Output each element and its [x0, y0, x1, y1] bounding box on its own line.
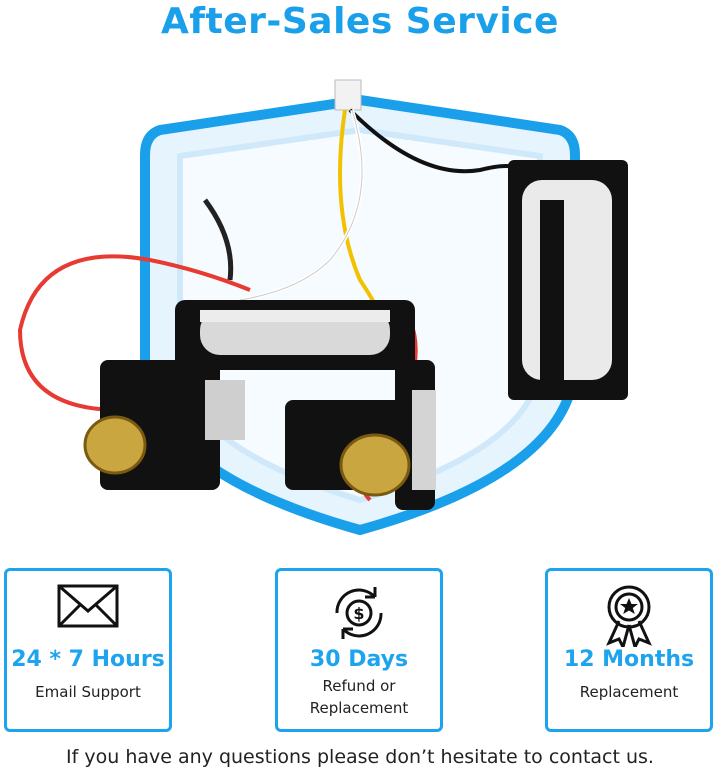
- card-subtitle: Replacement: [579, 683, 679, 701]
- card-subtitle-line2: Replacement: [309, 699, 409, 717]
- card-headline: 30 Days: [309, 647, 409, 672]
- contact-footer: If you have any questions please don’t h…: [66, 746, 654, 768]
- product-hero: [0, 60, 720, 560]
- card-headline: 12 Months: [563, 647, 695, 672]
- svg-text:$: $: [353, 604, 364, 623]
- card-subtitle: Email Support: [35, 683, 141, 701]
- card-email-support: 24 * 7 Hours Email Support: [4, 568, 172, 732]
- battery-pack-illustration: [17, 79, 628, 536]
- card-headline: 24 * 7 Hours: [11, 647, 165, 672]
- connector: [334, 79, 362, 111]
- refund-dollar-icon: $: [278, 583, 440, 647]
- envelope-icon: [7, 583, 169, 647]
- page-title: After-Sales Service: [161, 1, 559, 42]
- service-cards: 24 * 7 Hours Email Support $ 30 Days Ref…: [0, 568, 720, 736]
- card-subtitle: Refund or Replacement: [278, 675, 440, 719]
- card-subtitle-line1: Refund or: [322, 677, 396, 695]
- card-refund: $ 30 Days Refund or Replacement: [275, 568, 443, 732]
- award-badge-icon: [548, 583, 710, 652]
- card-replacement: 12 Months Replacement: [545, 568, 713, 732]
